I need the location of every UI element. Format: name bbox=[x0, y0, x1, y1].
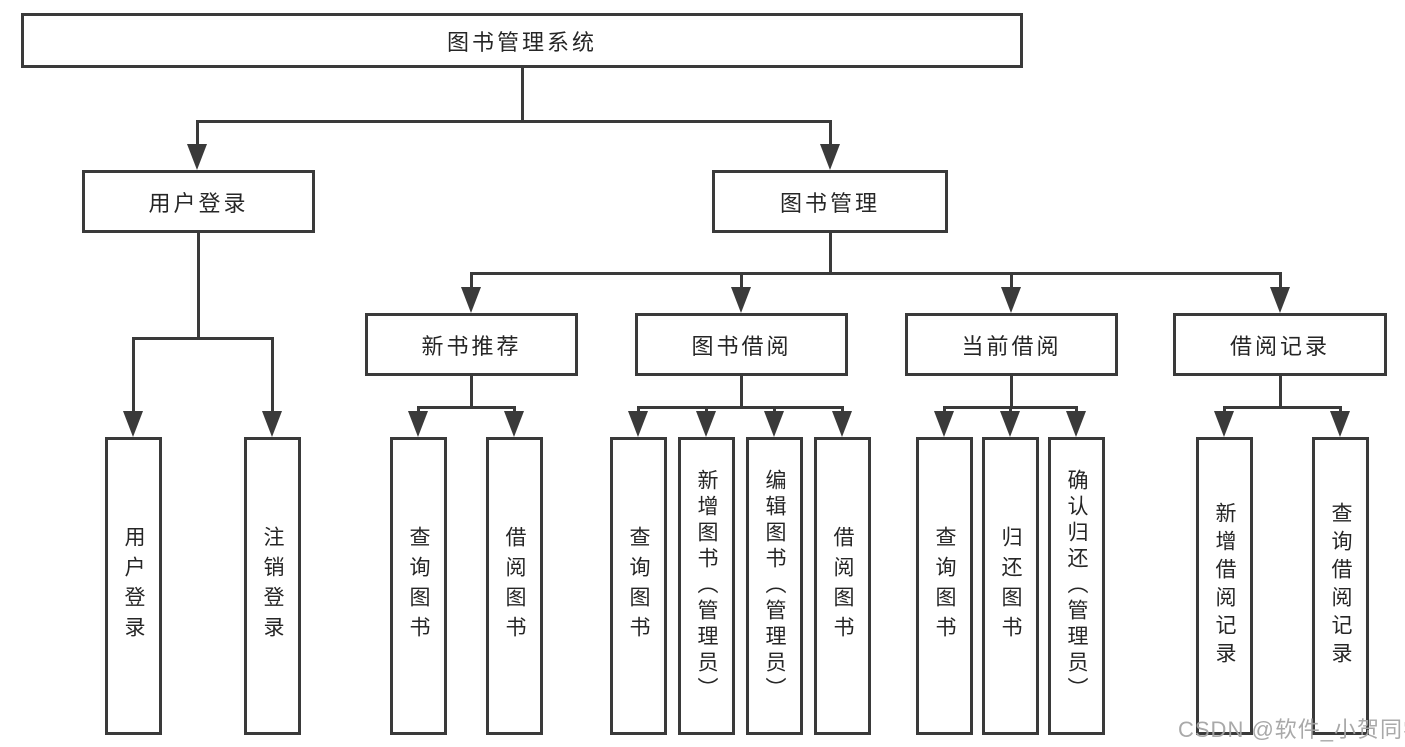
connector-user-login-stem bbox=[197, 233, 200, 337]
leaf-newbook-query-books: 查询图书 bbox=[390, 437, 447, 735]
connector-drop bbox=[773, 406, 776, 414]
arrow-down-icon bbox=[1001, 287, 1021, 313]
leaf-edit-books-admin: 编辑图书（管理员） bbox=[746, 437, 803, 735]
leaf-add-borrow-record-label: 新增借阅记录 bbox=[1213, 502, 1236, 670]
leaf-logout-label: 注销登录 bbox=[261, 526, 284, 646]
connector-drop bbox=[1223, 406, 1226, 414]
arrow-down-icon bbox=[1214, 411, 1234, 437]
arrow-down-icon bbox=[262, 411, 282, 437]
arrow-down-icon bbox=[1270, 287, 1290, 313]
connector-drop bbox=[1075, 406, 1078, 414]
node-book-borrow-label: 图书借阅 bbox=[691, 333, 792, 359]
leaf-add-books-admin-label: 新增图书（管理员） bbox=[695, 469, 718, 703]
node-root-label: 图书管理系统 bbox=[446, 29, 597, 55]
leaf-confirm-return-admin: 确认归还（管理员） bbox=[1048, 437, 1105, 735]
leaf-edit-books-admin-label: 编辑图书（管理员） bbox=[763, 469, 786, 703]
connector-new-book-hline bbox=[417, 406, 516, 409]
connector-drop-user-login bbox=[196, 120, 199, 146]
connector-drop bbox=[943, 406, 946, 414]
node-borrow-records-label: 借阅记录 bbox=[1229, 333, 1330, 359]
connector-drop-current-borrow bbox=[1010, 272, 1013, 289]
connector-current-borrow-stem bbox=[1010, 376, 1013, 406]
connector-book-borrow-hline bbox=[637, 406, 844, 409]
leaf-query-borrow-record-label: 查询借阅记录 bbox=[1329, 502, 1352, 670]
leaf-return-books: 归还图书 bbox=[982, 437, 1039, 735]
connector-drop bbox=[513, 406, 516, 414]
leaf-add-borrow-record: 新增借阅记录 bbox=[1196, 437, 1253, 735]
arrow-down-icon bbox=[934, 411, 954, 437]
node-current-borrow-label: 当前借阅 bbox=[961, 333, 1062, 359]
node-book-management: 图书管理 bbox=[712, 170, 948, 233]
arrow-down-icon bbox=[764, 411, 784, 437]
node-new-book-recommend: 新书推荐 bbox=[365, 313, 578, 376]
arrow-down-icon bbox=[696, 411, 716, 437]
arrow-down-icon bbox=[731, 287, 751, 313]
arrow-down-icon bbox=[820, 144, 840, 170]
leaf-newbook-borrow-books: 借阅图书 bbox=[486, 437, 543, 735]
arrow-down-icon bbox=[1000, 411, 1020, 437]
connector-borrow-records-stem bbox=[1279, 376, 1282, 406]
leaf-current-query-books-label: 查询图书 bbox=[933, 526, 956, 646]
leaf-user-login: 用户登录 bbox=[105, 437, 162, 735]
connector-drop bbox=[705, 406, 708, 414]
connector-book-borrow-stem bbox=[740, 376, 743, 406]
connector-drop-login bbox=[132, 337, 135, 413]
leaf-confirm-return-admin-label: 确认归还（管理员） bbox=[1065, 469, 1088, 703]
leaf-borrow-books-label: 借阅图书 bbox=[831, 526, 854, 646]
connector-drop bbox=[637, 406, 640, 414]
leaf-borrow-query-books: 查询图书 bbox=[610, 437, 667, 735]
leaf-newbook-query-books-label: 查询图书 bbox=[407, 526, 430, 646]
connector-root-stem bbox=[521, 68, 524, 120]
connector-level1-hline bbox=[196, 120, 832, 123]
leaf-borrow-books: 借阅图书 bbox=[814, 437, 871, 735]
arrow-down-icon bbox=[504, 411, 524, 437]
leaf-user-login-label: 用户登录 bbox=[122, 526, 145, 646]
connector-book-mgmt-stem bbox=[829, 233, 832, 272]
node-borrow-records: 借阅记录 bbox=[1173, 313, 1387, 376]
connector-drop-new-book bbox=[470, 272, 473, 289]
arrow-down-icon bbox=[123, 411, 143, 437]
connector-drop bbox=[841, 406, 844, 414]
connector-level2-hline bbox=[470, 272, 1282, 275]
csdn-watermark: CSDN @软件_小贺同学 bbox=[1178, 717, 1405, 742]
leaf-query-borrow-record: 查询借阅记录 bbox=[1312, 437, 1369, 735]
connector-borrow-records-hline bbox=[1223, 406, 1342, 409]
arrow-down-icon bbox=[1330, 411, 1350, 437]
connector-drop-borrow-records bbox=[1279, 272, 1282, 289]
connector-drop-logout bbox=[271, 337, 274, 413]
arrow-down-icon bbox=[1066, 411, 1086, 437]
connector-user-login-hline bbox=[132, 337, 274, 340]
leaf-add-books-admin: 新增图书（管理员） bbox=[678, 437, 735, 735]
arrow-down-icon bbox=[408, 411, 428, 437]
connector-drop-book-mgmt bbox=[829, 120, 832, 146]
node-user-login: 用户登录 bbox=[82, 170, 315, 233]
node-current-borrow: 当前借阅 bbox=[905, 313, 1118, 376]
node-root: 图书管理系统 bbox=[21, 13, 1023, 68]
arrow-down-icon bbox=[628, 411, 648, 437]
connector-drop-book-borrow bbox=[740, 272, 743, 289]
connector-drop bbox=[417, 406, 420, 414]
connector-new-book-stem bbox=[470, 376, 473, 406]
leaf-borrow-query-books-label: 查询图书 bbox=[627, 526, 650, 646]
arrow-down-icon bbox=[187, 144, 207, 170]
node-user-login-label: 用户登录 bbox=[148, 190, 249, 216]
leaf-logout: 注销登录 bbox=[244, 437, 301, 735]
node-book-management-label: 图书管理 bbox=[779, 190, 880, 216]
node-new-book-recommend-label: 新书推荐 bbox=[421, 333, 522, 359]
connector-drop bbox=[1339, 406, 1342, 414]
leaf-newbook-borrow-books-label: 借阅图书 bbox=[503, 526, 526, 646]
leaf-return-books-label: 归还图书 bbox=[999, 526, 1022, 646]
arrow-down-icon bbox=[461, 287, 481, 313]
leaf-current-query-books: 查询图书 bbox=[916, 437, 973, 735]
arrow-down-icon bbox=[832, 411, 852, 437]
connector-drop bbox=[1009, 406, 1012, 414]
node-book-borrow: 图书借阅 bbox=[635, 313, 848, 376]
